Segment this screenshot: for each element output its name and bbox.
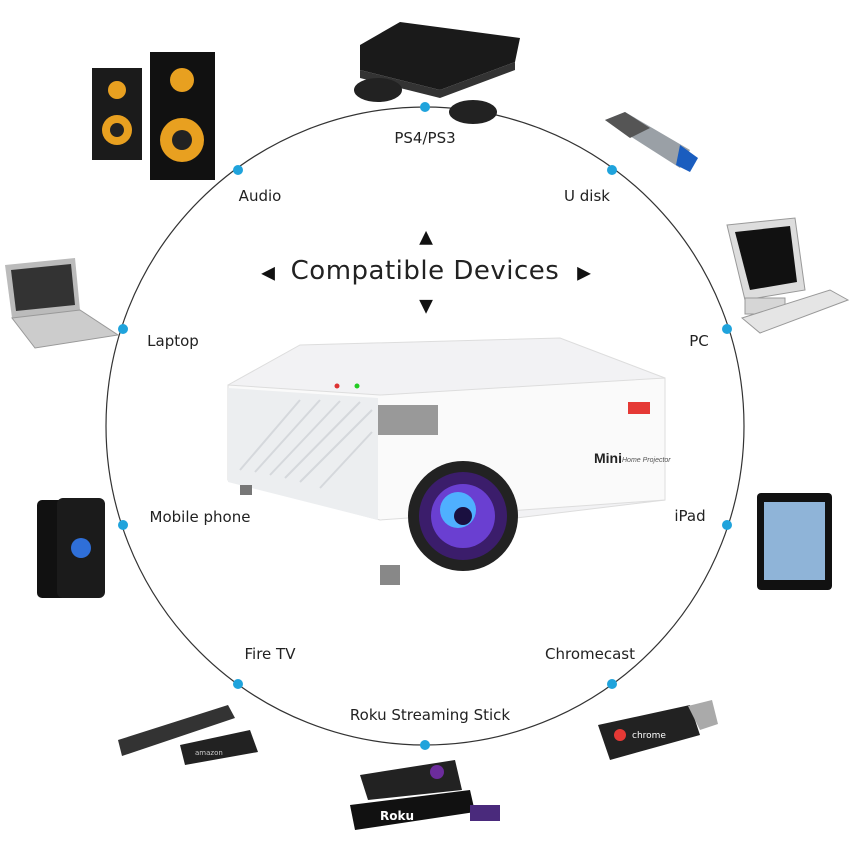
projector-image	[227, 337, 666, 585]
arrow-down-icon: ▼	[419, 295, 433, 317]
chromecast-text: chrome	[632, 731, 666, 741]
laptop-icon	[5, 258, 120, 349]
device-label-roku: Roku Streaming Stick	[349, 706, 511, 724]
smartphone-icon	[37, 498, 105, 598]
game-console-icon	[354, 22, 520, 124]
ring-dot	[233, 679, 243, 689]
usb-drive-icon	[605, 112, 698, 172]
fire-tv-stick-icon	[118, 705, 258, 765]
device-label-audio: Audio	[238, 187, 282, 205]
device-label-laptop: Laptop	[147, 332, 199, 350]
tablet-icon	[757, 493, 832, 590]
device-label-mobile: Mobile phone	[149, 508, 251, 526]
device-label-pc: PC	[689, 332, 709, 350]
device-label-chromecast: Chromecast	[545, 645, 635, 663]
ring-dot	[722, 520, 732, 530]
ring-dot	[420, 740, 430, 750]
arrow-right-icon: ▶	[577, 262, 591, 284]
ring-dot	[607, 679, 617, 689]
ring-dot	[607, 165, 617, 175]
ring-dot	[722, 324, 732, 334]
arrow-left-icon: ◀	[261, 262, 275, 284]
projector-brand-text: Mini	[594, 450, 622, 466]
page-title: Compatible Devices	[290, 256, 560, 286]
ring-dot	[233, 165, 243, 175]
projector-sub-text: Home Projector	[622, 457, 671, 464]
fire-tv-text: amazon	[195, 749, 223, 757]
ring-dot	[118, 324, 128, 334]
chromecast-icon	[598, 700, 718, 760]
arrow-up-icon: ▲	[419, 226, 433, 248]
roku-stick-icon	[350, 760, 500, 830]
desktop-pc-icon	[726, 217, 850, 334]
device-label-ps: PS4/PS3	[394, 129, 456, 147]
ring-dot	[420, 102, 430, 112]
device-label-udisk: U disk	[564, 187, 610, 205]
device-label-firetv: Fire TV	[244, 645, 296, 663]
roku-text: Roku	[380, 809, 414, 823]
ring-dot	[118, 520, 128, 530]
device-label-ipad: iPad	[674, 507, 706, 525]
speakers-icon	[92, 52, 215, 180]
